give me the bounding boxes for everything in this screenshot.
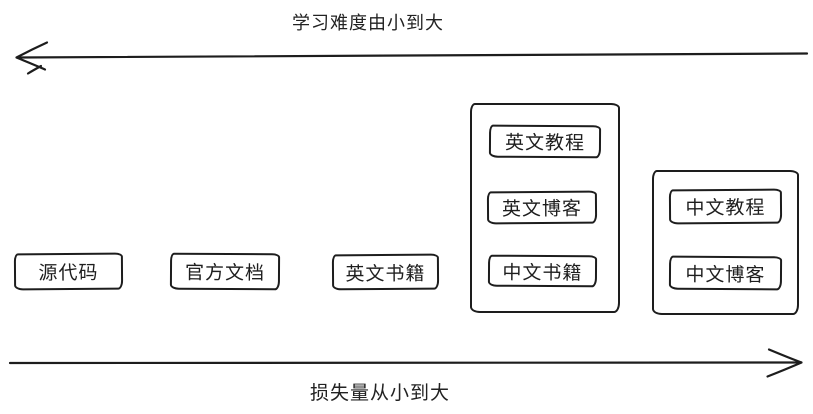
box-chinese-blogs-label: 中文博客 (685, 264, 766, 286)
top-axis-label: 学习难度由小到大 (292, 13, 444, 33)
top-axis-line (15, 52, 809, 59)
box-official-docs: 官方文档 (169, 252, 281, 291)
group-box-english-chinese: 英文教程 英文博客 中文书籍 (470, 103, 620, 313)
box-chinese-tutorials: 中文教程 (668, 188, 783, 225)
bottom-axis-line (8, 360, 803, 365)
box-english-books: 英文书籍 (331, 253, 440, 291)
box-english-tutorials-label: 英文教程 (504, 132, 586, 155)
box-english-books-label: 英文书籍 (345, 263, 426, 285)
box-chinese-books: 中文书籍 (487, 254, 598, 288)
top-axis-arrow (15, 41, 809, 75)
box-source-code-label: 源代码 (38, 262, 99, 285)
box-english-blogs-label: 英文博客 (501, 198, 583, 221)
left-arrowhead-icon (15, 41, 49, 75)
bottom-axis-label: 损失量从小到大 (310, 383, 451, 404)
box-chinese-books-label: 中文书籍 (502, 262, 583, 284)
group-box-chinese: 中文教程 中文博客 (652, 170, 799, 315)
box-chinese-blogs: 中文博客 (668, 255, 783, 291)
box-chinese-tutorials-label: 中文教程 (685, 197, 766, 220)
box-source-code: 源代码 (13, 252, 124, 291)
box-english-tutorials: 英文教程 (488, 124, 602, 159)
box-official-docs-label: 官方文档 (184, 262, 266, 285)
bottom-axis-arrow (8, 348, 803, 378)
right-arrowhead-icon (766, 348, 803, 378)
box-english-blogs: 英文博客 (486, 190, 598, 225)
